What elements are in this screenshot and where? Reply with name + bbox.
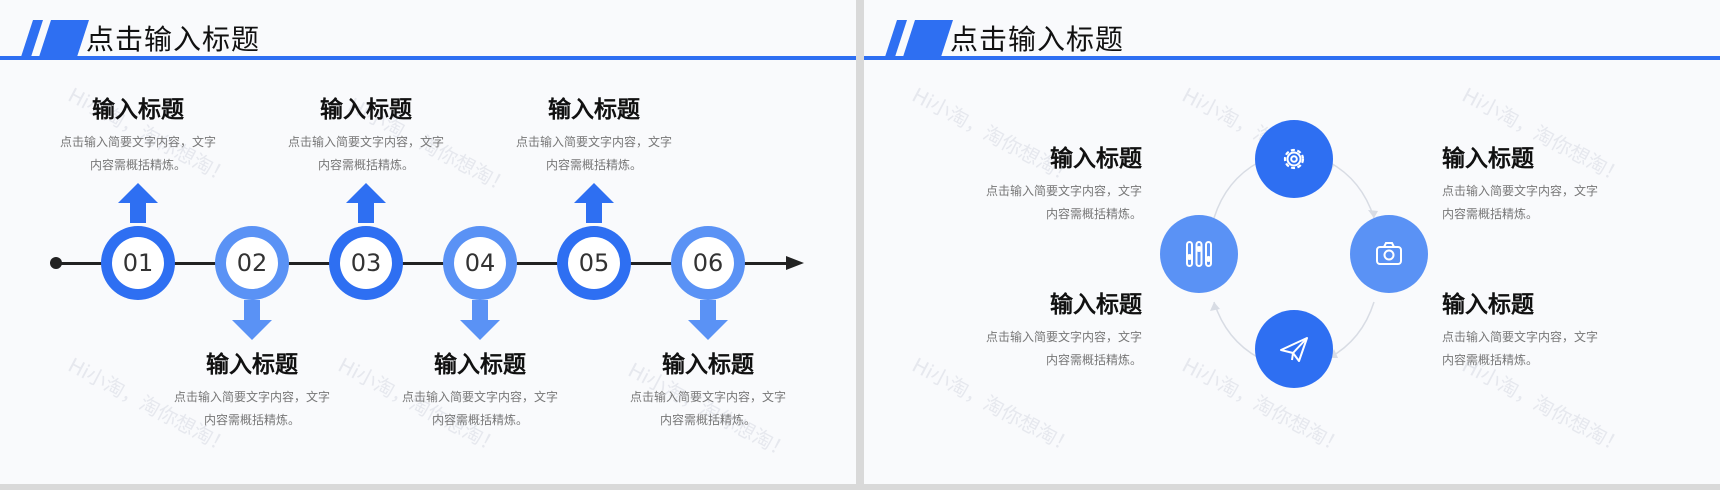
arrow-down-icon	[688, 300, 728, 340]
paper-plane-icon	[1280, 337, 1308, 362]
slide-left: 点击输入标题 Hi小淘，淘你想淘！ Hi小淘，淘你想淘！ Hi小淘，淘你想淘！ …	[0, 0, 856, 484]
step-circle-01: 01	[101, 226, 175, 300]
header-accent-block	[902, 20, 953, 60]
step-text-01: 输入标题 点击输入简要文字内容，文字内容需概括精炼。	[38, 95, 238, 177]
step-number: 03	[340, 237, 392, 289]
step-title: 输入标题	[662, 352, 754, 378]
item-text-top-right: 输入标题 点击输入简要文字内容，文字内容需概括精炼。	[1442, 144, 1642, 226]
node-gear	[1255, 120, 1333, 198]
step-desc: 点击输入简要文字内容，文字内容需概括精炼。	[173, 390, 330, 427]
item-title: 输入标题	[1442, 146, 1534, 172]
step-number: 05	[568, 237, 620, 289]
arrow-up-icon	[346, 183, 386, 223]
slide-title: 点击输入标题	[86, 23, 261, 56]
slide-right: 点击输入标题 Hi小淘，淘你想淘！ Hi小淘，淘你想淘！ Hi小淘，淘你想淘！ …	[864, 0, 1720, 484]
arrow-down-icon	[460, 300, 500, 340]
item-text-bottom-left: 输入标题 点击输入简要文字内容，文字内容需概括精炼。	[942, 290, 1142, 372]
step-title: 输入标题	[92, 97, 184, 123]
step-circle-02: 02	[215, 226, 289, 300]
sliders-icon	[1186, 241, 1212, 267]
timeline-start-dot	[50, 257, 62, 269]
item-title: 输入标题	[1050, 292, 1142, 318]
timeline-axis	[56, 262, 786, 265]
step-circle-03: 03	[329, 226, 403, 300]
item-desc: 点击输入简要文字内容，文字内容需概括精炼。	[985, 330, 1142, 367]
step-desc: 点击输入简要文字内容，文字内容需概括精炼。	[59, 135, 216, 172]
step-text-02: 输入标题 点击输入简要文字内容，文字内容需概括精炼。	[152, 350, 352, 432]
node-plane	[1255, 310, 1333, 388]
item-text-top-left: 输入标题 点击输入简要文字内容，文字内容需概括精炼。	[942, 144, 1142, 226]
header-accent-block	[38, 20, 89, 60]
step-text-03: 输入标题 点击输入简要文字内容，文字内容需概括精炼。	[266, 95, 466, 177]
step-desc: 点击输入简要文字内容，文字内容需概括精炼。	[515, 135, 672, 172]
item-title: 输入标题	[1050, 146, 1142, 172]
node-camera	[1350, 215, 1428, 293]
step-circle-05: 05	[557, 226, 631, 300]
step-title: 输入标题	[206, 352, 298, 378]
step-number: 02	[226, 237, 278, 289]
step-text-04: 输入标题 点击输入简要文字内容，文字内容需概括精炼。	[380, 350, 580, 432]
slide-title: 点击输入标题	[950, 23, 1125, 56]
step-desc: 点击输入简要文字内容，文字内容需概括精炼。	[629, 390, 786, 427]
step-title: 输入标题	[320, 97, 412, 123]
step-number: 04	[454, 237, 506, 289]
step-title: 输入标题	[434, 352, 526, 378]
item-desc: 点击输入简要文字内容，文字内容需概括精炼。	[1442, 184, 1599, 221]
step-circle-04: 04	[443, 226, 517, 300]
arrow-down-icon	[232, 300, 272, 340]
header-underline	[0, 56, 856, 60]
arrow-up-icon	[118, 183, 158, 223]
step-desc: 点击输入简要文字内容，文字内容需概括精炼。	[287, 135, 444, 172]
step-number: 06	[682, 237, 734, 289]
step-desc: 点击输入简要文字内容，文字内容需概括精炼。	[401, 390, 558, 427]
arrow-up-icon	[574, 183, 614, 223]
item-desc: 点击输入简要文字内容，文字内容需概括精炼。	[1442, 330, 1599, 367]
item-title: 输入标题	[1442, 292, 1534, 318]
step-text-05: 输入标题 点击输入简要文字内容，文字内容需概括精炼。	[494, 95, 694, 177]
step-number: 01	[112, 237, 164, 289]
step-title: 输入标题	[548, 97, 640, 123]
step-circle-06: 06	[671, 226, 745, 300]
timeline-arrowhead	[786, 256, 804, 270]
header-underline	[864, 56, 1720, 60]
step-text-06: 输入标题 点击输入简要文字内容，文字内容需概括精炼。	[608, 350, 808, 432]
item-desc: 点击输入简要文字内容，文字内容需概括精炼。	[985, 184, 1142, 221]
camera-icon	[1376, 242, 1402, 265]
item-text-bottom-right: 输入标题 点击输入简要文字内容，文字内容需概括精炼。	[1442, 290, 1642, 372]
node-sliders	[1160, 215, 1238, 293]
gear-icon	[1283, 148, 1305, 170]
